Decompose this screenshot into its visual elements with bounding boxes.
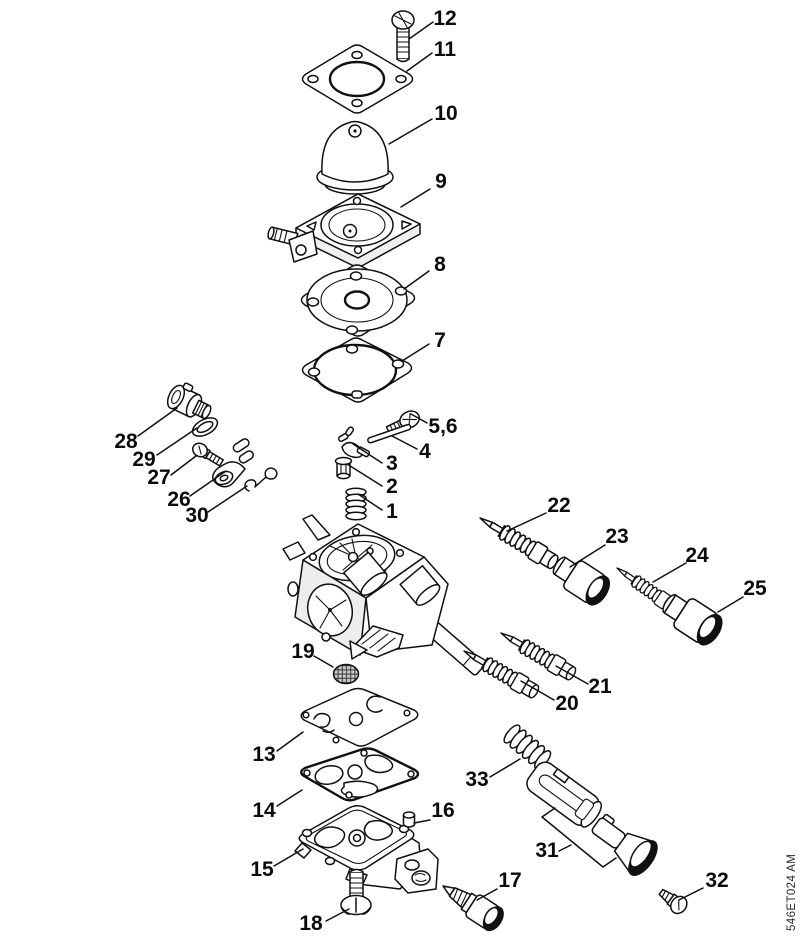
part-screw-12 [391,10,415,63]
callout-17[interactable]: 17 [498,869,521,892]
callout-11[interactable]: 11 [434,38,457,61]
callout-22[interactable]: 22 [547,494,570,517]
callout-15[interactable]: 15 [250,858,274,881]
callout-32[interactable]: 32 [705,869,728,892]
callout-30[interactable]: 30 [185,504,208,527]
part-clip-30 [244,467,278,492]
figure-code-watermark: 546ET024 AM [786,854,798,931]
part-gasket-14 [300,747,420,802]
part-plate-11 [301,44,414,114]
callout-31[interactable]: 31 [535,839,559,862]
callout-26[interactable]: 26 [167,488,190,511]
callout-5-6[interactable]: 5,6 [428,415,457,438]
callouts: 12 11 10 9 8 7 5,6 4 3 2 1 28 29 27 26 3… [114,7,767,935]
part-gasket-7 [301,337,413,403]
callout-7[interactable]: 7 [434,329,446,352]
callout-20[interactable]: 20 [555,692,578,715]
callout-19[interactable]: 19 [291,640,314,663]
part-valve-28 [166,382,212,420]
part-primer-bulb-10 [316,120,394,195]
part-valve-piston-31 [526,761,603,828]
part-plug-screw-17 [442,885,504,932]
callout-9[interactable]: 9 [435,170,447,193]
callout-14[interactable]: 14 [252,799,276,822]
part-inlet-valve-2 [334,456,353,480]
part-shaft-knob-31 [591,813,658,876]
callout-4[interactable]: 4 [419,440,431,463]
callout-3[interactable]: 3 [386,452,398,475]
bracket-31 [541,807,617,868]
callout-12[interactable]: 12 [433,7,456,30]
part-screen-19 [332,663,360,685]
part-carburetor-body [282,514,486,676]
callout-21[interactable]: 21 [588,675,612,698]
part-pin-4 [367,423,412,444]
part-diaphragm-13 [300,687,419,747]
callout-24[interactable]: 24 [685,544,709,567]
callout-2[interactable]: 2 [386,475,398,498]
part-screw-32 [658,888,688,915]
callout-27[interactable]: 27 [147,466,170,489]
part-diaphragm-8 [300,264,416,337]
callout-1[interactable]: 1 [386,500,398,523]
leader-lines [137,21,744,922]
part-pump-cover-15 [294,804,439,894]
part-o-ring-29 [191,417,219,437]
part-screw-27 [192,442,224,467]
callout-10[interactable]: 10 [434,102,457,125]
part-pump-body-9 [267,193,421,269]
callout-25[interactable]: 25 [743,577,767,600]
callout-13[interactable]: 13 [252,743,275,766]
part-needle-22 [474,509,562,573]
part-spring-1 [345,487,367,521]
callout-29[interactable]: 29 [132,448,155,471]
callout-16[interactable]: 16 [431,799,454,822]
callout-33[interactable]: 33 [465,768,488,791]
callout-18[interactable]: 18 [299,912,323,935]
callout-8[interactable]: 8 [434,253,446,276]
callout-23[interactable]: 23 [605,525,628,548]
callout-28[interactable]: 28 [114,430,138,453]
part-plug-16 [402,811,416,828]
